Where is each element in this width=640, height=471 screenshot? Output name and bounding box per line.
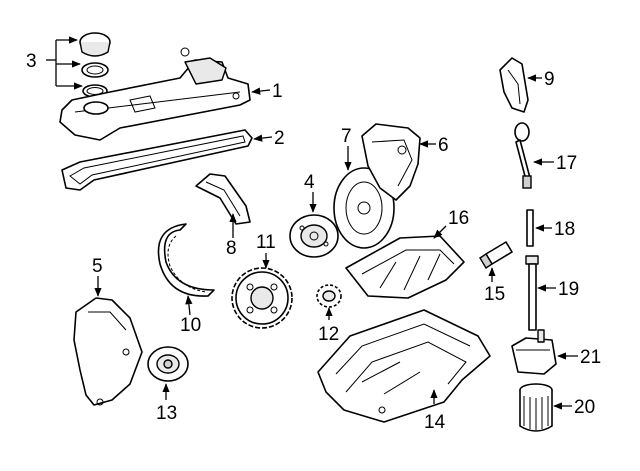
callout-12: 12 xyxy=(318,324,339,345)
dipstick-tube[interactable] xyxy=(525,255,539,331)
leader-2 xyxy=(253,134,273,142)
leader-10 xyxy=(185,295,193,316)
callout-19: 19 xyxy=(558,279,579,300)
callout-13: 13 xyxy=(156,403,177,424)
timing-belt-cover-lower[interactable] xyxy=(73,297,143,406)
crankshaft-sprocket[interactable] xyxy=(316,284,342,308)
callout-5: 5 xyxy=(92,256,103,277)
callout-3: 3 xyxy=(26,51,37,72)
timing-belt-cover-upper[interactable] xyxy=(195,173,251,225)
oil-baffle[interactable] xyxy=(345,235,465,299)
callout-20: 20 xyxy=(574,397,595,418)
callout-18: 18 xyxy=(554,219,575,240)
callout-8: 8 xyxy=(226,238,237,259)
oil-filter[interactable] xyxy=(519,383,553,432)
rear-engine-cover[interactable] xyxy=(361,123,421,201)
seal-carrier-plate[interactable] xyxy=(333,167,395,249)
callout-21: 21 xyxy=(580,347,601,368)
tensioner-pulley[interactable] xyxy=(147,346,189,382)
oil-filler-cap-group[interactable] xyxy=(79,32,111,98)
valve-cover-gasket[interactable] xyxy=(61,129,253,191)
crankshaft-pulley[interactable] xyxy=(289,214,339,258)
callout-10: 10 xyxy=(180,315,201,336)
callout-15: 15 xyxy=(484,284,505,305)
timing-belt[interactable] xyxy=(157,223,215,297)
callout-11: 11 xyxy=(256,232,276,253)
dipstick-guide[interactable] xyxy=(499,57,529,113)
callout-2: 2 xyxy=(274,128,285,149)
leader-1 xyxy=(251,87,271,95)
sealant-tube[interactable] xyxy=(479,241,513,269)
leader-16 xyxy=(433,225,447,239)
callout-14: 14 xyxy=(424,412,446,433)
callout-7: 7 xyxy=(341,126,352,147)
callout-6: 6 xyxy=(438,135,449,156)
oil-filter-housing[interactable] xyxy=(511,329,557,375)
callout-16: 16 xyxy=(448,208,469,229)
callout-4: 4 xyxy=(304,172,315,193)
oil-pan[interactable] xyxy=(317,309,491,423)
callout-17: 17 xyxy=(556,153,577,174)
callout-9: 9 xyxy=(544,69,555,90)
dipstick[interactable] xyxy=(514,122,532,189)
valve-cover[interactable] xyxy=(59,47,251,141)
leader-3 xyxy=(46,36,83,90)
dipstick-tube-segment[interactable] xyxy=(526,209,534,247)
callout-1: 1 xyxy=(272,81,283,102)
camshaft-sprocket[interactable] xyxy=(231,267,293,329)
